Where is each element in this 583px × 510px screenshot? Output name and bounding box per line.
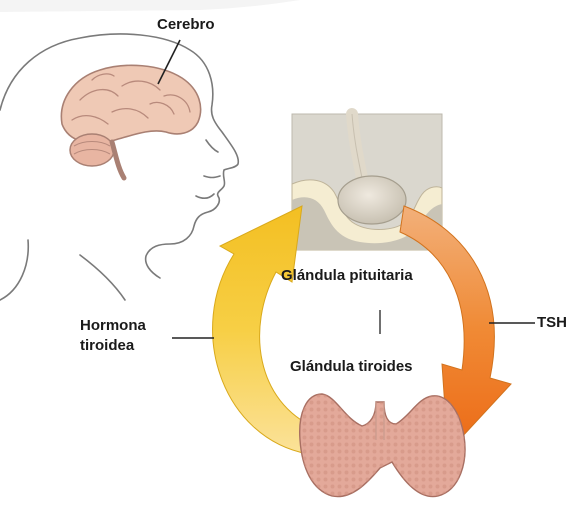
- tsh-label: TSH: [537, 313, 567, 333]
- thyroid-hormone-label-line2: tiroidea: [80, 336, 146, 356]
- brain-label: Cerebro: [157, 15, 215, 35]
- brain-icon: [61, 65, 200, 178]
- thyroid-hormone-label-line1: Hormona: [80, 316, 146, 336]
- pituitary-label: Glándula pituitaria: [281, 266, 413, 286]
- thyroid-icon: [300, 394, 465, 497]
- background-corner: [0, 0, 300, 12]
- thyroid-hormone-label: Hormona tiroidea: [80, 316, 146, 356]
- thyroid-label: Glándula tiroides: [290, 357, 413, 377]
